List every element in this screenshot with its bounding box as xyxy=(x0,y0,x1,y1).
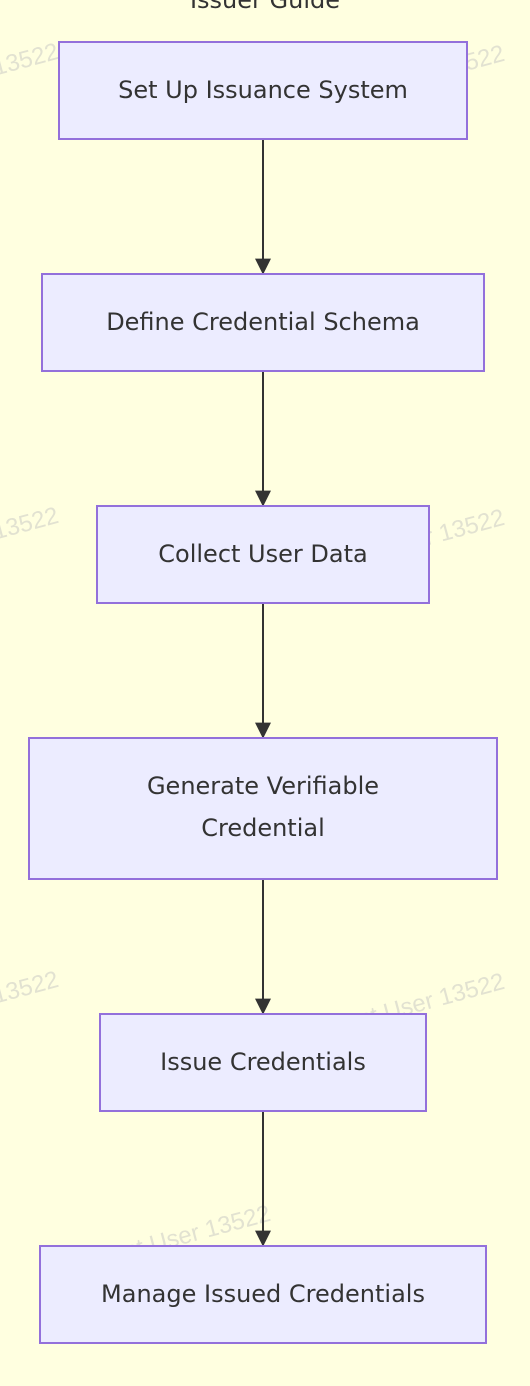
node-label-line-2: Credential xyxy=(201,814,325,842)
node-label: Issue Credentials xyxy=(160,1048,366,1076)
node-setup[interactable]: Set Up Issuance System xyxy=(58,41,468,140)
diagram-title: Issuer Guide xyxy=(189,0,341,14)
node-manage[interactable]: Manage Issued Credentials xyxy=(39,1245,487,1344)
node-schema[interactable]: Define Credential Schema xyxy=(41,273,485,372)
node-label: Define Credential Schema xyxy=(106,308,420,336)
node-issue[interactable]: Issue Credentials xyxy=(99,1013,427,1112)
node-label: Generate Verifiable xyxy=(147,772,379,800)
node-collect[interactable]: Collect User Data xyxy=(96,505,430,604)
node-label: Set Up Issuance System xyxy=(118,76,408,104)
node-label: Manage Issued Credentials xyxy=(101,1280,425,1308)
node-label: Collect User Data xyxy=(158,540,367,568)
node-generate[interactable]: Generate Verifiable Credential xyxy=(28,737,498,880)
